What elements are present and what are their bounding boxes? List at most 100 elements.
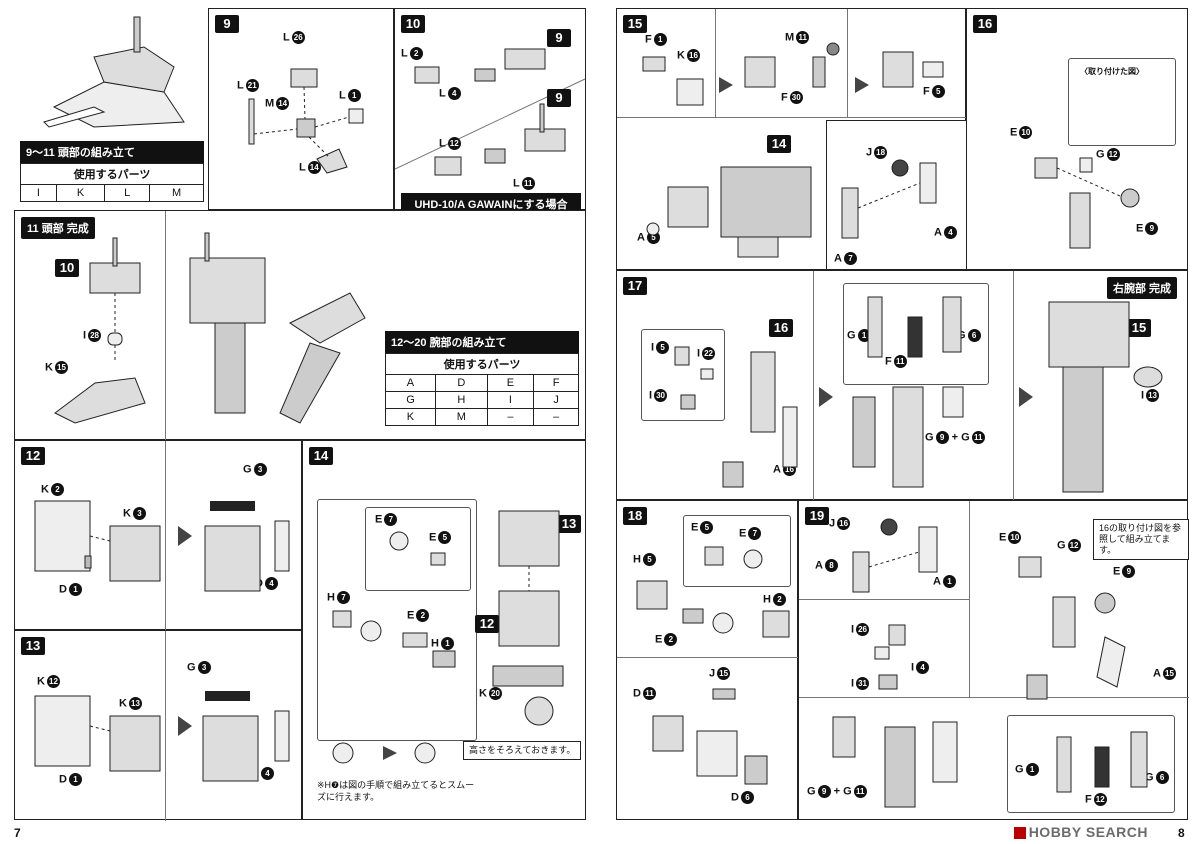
vertical-divider — [715, 9, 716, 117]
head-assembly-illustration — [43, 16, 185, 128]
step-number: 12 — [21, 447, 45, 465]
part-cell: I — [486, 391, 535, 409]
vertical-divider — [813, 271, 814, 501]
step-18-inset — [683, 515, 791, 587]
gawain-caption: UHD-10/A GAWAINにする場合 — [401, 193, 581, 215]
step-number: 16 — [973, 15, 997, 33]
part-cell: A — [385, 374, 436, 392]
horizontal-divider — [799, 599, 969, 600]
vertical-divider — [1013, 271, 1014, 501]
step-number: 17 — [623, 277, 647, 295]
ref-label: 9 — [547, 29, 571, 47]
vertical-divider — [847, 9, 848, 117]
step-number: 14 — [309, 447, 333, 465]
page-number-left: 7 — [14, 826, 21, 840]
step-12-panel: 12 K2 K3 D1 G3 D4 — [14, 440, 302, 631]
step-number: 9 — [215, 15, 239, 33]
ref-label: 15 — [1127, 319, 1151, 337]
ref-label: 16 — [769, 319, 793, 337]
part-cell: L — [104, 184, 151, 202]
horizontal-divider — [617, 117, 967, 118]
step-19-illustration — [832, 518, 1148, 808]
watermark: HOBBY SEARCH — [1013, 824, 1148, 840]
step-11-tag: 11 頭部 完成 — [21, 217, 95, 239]
step-number: 13 — [21, 637, 45, 655]
parts-header: 使用するパーツ — [385, 353, 579, 375]
part-cell: E — [486, 374, 535, 392]
part-cell: D — [434, 374, 488, 392]
step-13-panel: 13 K12 K13 D1 G3 D4 — [14, 630, 302, 821]
step-14-illustration — [332, 510, 564, 764]
inset-title: 〈取り付けた図〉 — [1080, 67, 1144, 76]
assembly-tip-note: ※H❼は図の手順で組み立てるとスムーズに行えます。 — [317, 780, 475, 802]
part-cell: M — [434, 408, 488, 426]
parts-header: 使用するパーツ — [20, 163, 204, 185]
ref-label: 10 — [55, 259, 79, 277]
step-19-inset — [1007, 715, 1175, 813]
step-11-illustration — [54, 237, 146, 424]
step-17-inset-mid — [843, 283, 989, 385]
step-18-illustration — [636, 546, 790, 785]
step-17-illustration — [674, 296, 1163, 493]
ref-label: 13 — [557, 515, 581, 533]
page-number-right: 8 — [1178, 826, 1185, 840]
step-10-illustration — [414, 48, 566, 176]
head-parts-table: 使用するパーツ I K L M — [20, 163, 204, 202]
watermark-logo-icon — [1013, 827, 1026, 840]
step-number: 15 — [623, 15, 647, 33]
step-14-inset-box — [365, 507, 471, 591]
step-number: 19 — [805, 507, 829, 525]
step-17-inset-left — [641, 329, 725, 421]
arm-section-title: 12〜20 腕部の組み立て — [385, 331, 579, 353]
vertical-divider — [165, 211, 166, 441]
part-cell: G — [385, 391, 436, 409]
step-16-illustration — [841, 157, 1140, 249]
horizontal-divider — [617, 657, 799, 658]
ref-label: 14 — [767, 135, 791, 153]
